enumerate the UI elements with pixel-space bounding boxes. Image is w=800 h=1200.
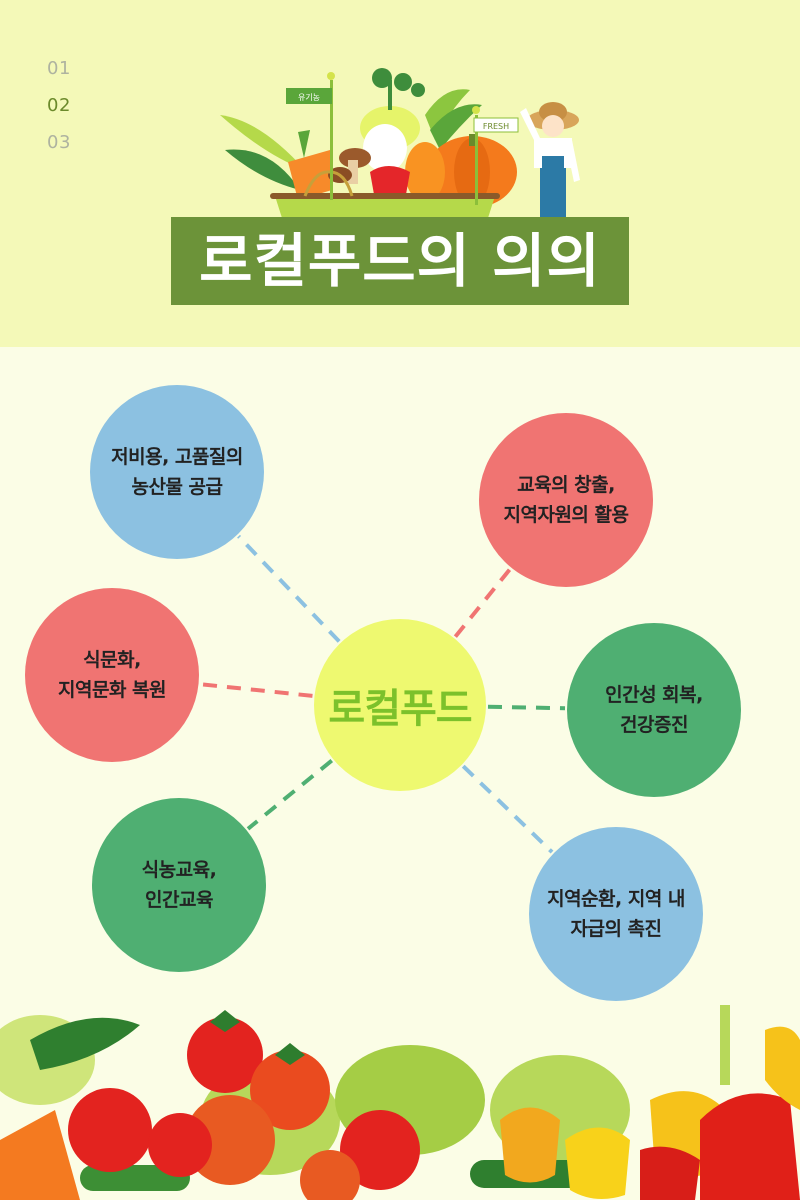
page-title: 로컬푸드의 의의 xyxy=(199,227,601,295)
nav-item-01[interactable]: 01 xyxy=(47,58,71,79)
page-nav: 01 02 03 xyxy=(47,58,71,169)
vegetables-illustration xyxy=(0,1005,800,1200)
node-label: 지역순환, 지역 내 자급의 촉진 xyxy=(547,888,685,940)
node-label: 저비용, 고품질의 농산물 공급 xyxy=(111,446,243,498)
node-agri-education: 식농교육, 인간교육 xyxy=(92,798,266,972)
nav-item-02[interactable]: 02 xyxy=(47,95,71,116)
node-food-culture: 식문화, 지역문화 복원 xyxy=(25,588,199,762)
node-humanity-health: 인간성 회복, 건강증진 xyxy=(567,623,741,797)
title-banner: 로컬푸드의 의의 xyxy=(171,217,629,305)
vegetable-basket-illustration: 유기농 FRESH xyxy=(220,68,580,218)
nav-item-03[interactable]: 03 xyxy=(47,132,71,153)
center-circle: 로컬푸드 xyxy=(314,619,486,791)
node-label: 식농교육, 인간교육 xyxy=(141,859,217,911)
sign-left-text: 유기농 xyxy=(298,93,320,102)
connector-line xyxy=(487,704,566,711)
connector-lines xyxy=(200,534,566,854)
connector-line xyxy=(246,759,334,831)
header-banner: 01 02 03 xyxy=(0,0,800,347)
node-low-cost-supply: 저비용, 고품질의 농산물 공급 xyxy=(90,385,264,559)
node-regional-circulation: 지역순환, 지역 내 자급의 촉진 xyxy=(529,827,703,1001)
connector-line xyxy=(237,534,341,643)
connector-line xyxy=(200,682,313,698)
node-label: 식문화, 지역문화 복원 xyxy=(58,649,167,701)
node-label: 인간성 회복, 건강증진 xyxy=(605,684,703,736)
center-label: 로컬푸드 xyxy=(328,686,472,732)
connector-line xyxy=(453,567,512,638)
node-label: 교육의 창출, 지역자원의 활용 xyxy=(503,474,629,526)
connector-line xyxy=(461,764,554,854)
local-food-diagram: 로컬푸드 저비용, 고품질의 농산물 공급 교육의 창출, 지역자원의 활용 식… xyxy=(0,347,800,1200)
sign-right-text: FRESH xyxy=(483,122,509,131)
node-education-resources: 교육의 창출, 지역자원의 활용 xyxy=(479,413,653,587)
